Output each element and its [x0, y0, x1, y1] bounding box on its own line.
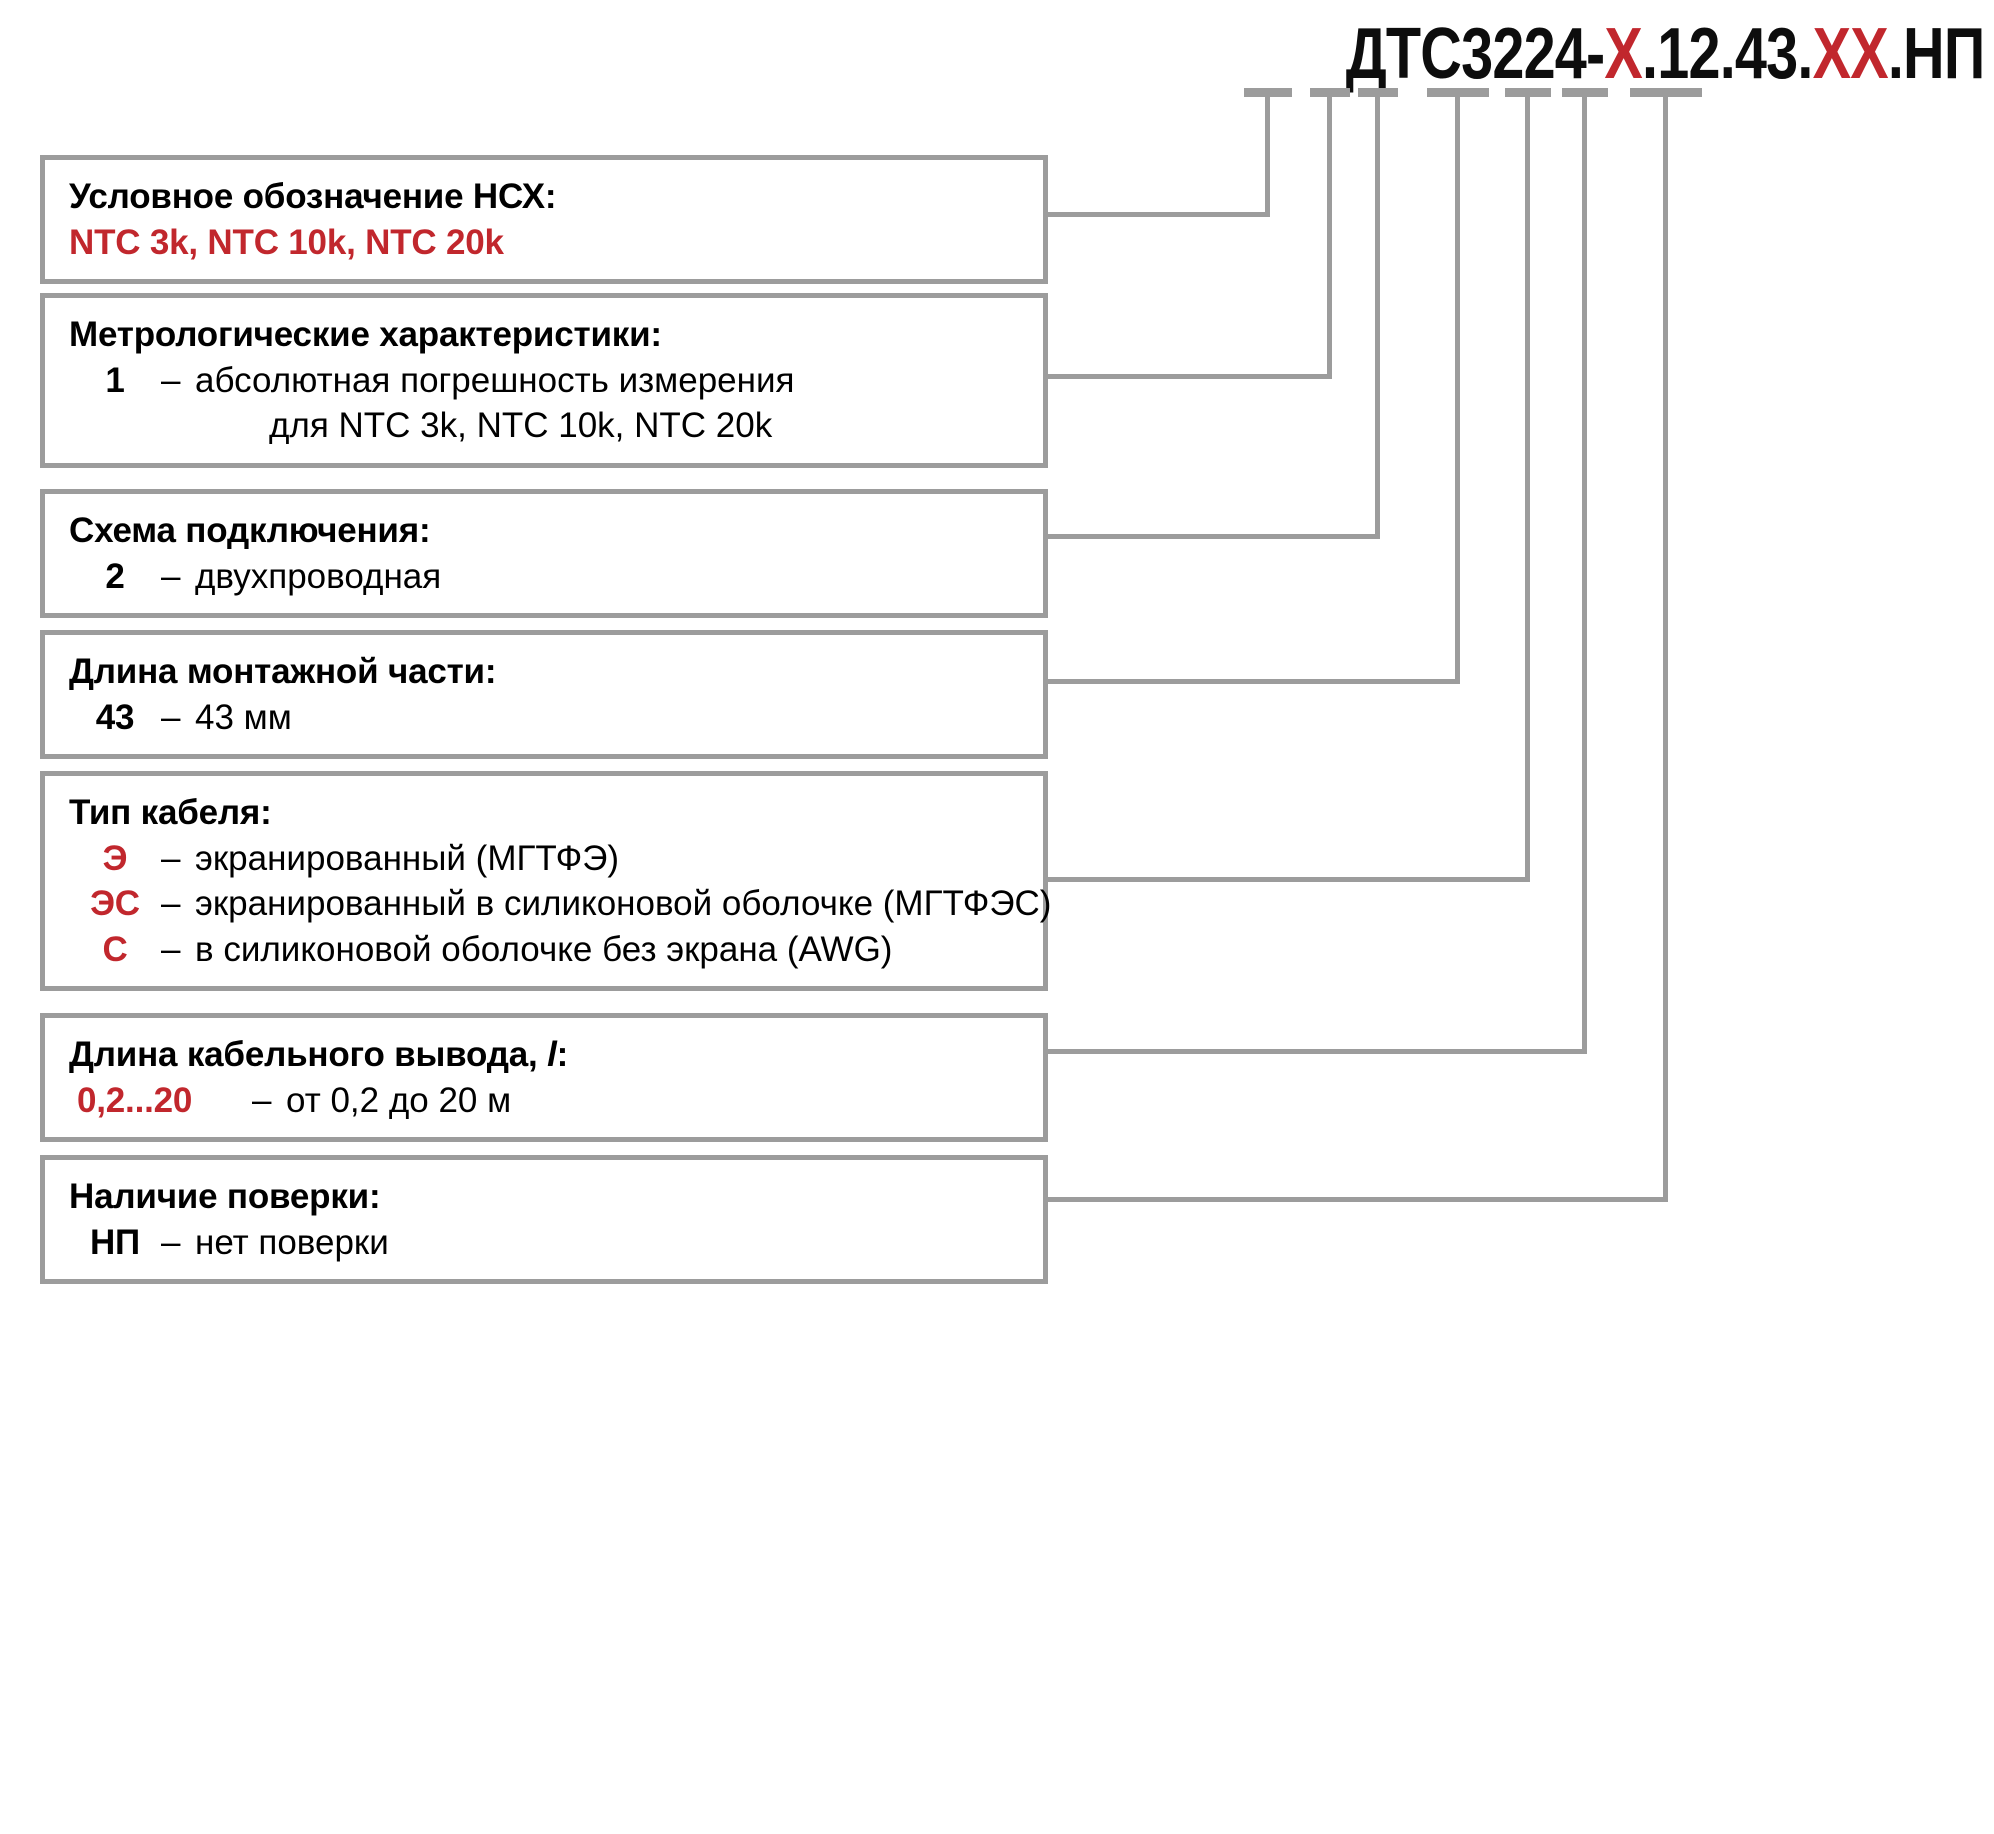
code-segment-middle: .12.43.: [1641, 14, 1813, 94]
option-dash: –: [161, 929, 181, 969]
option-text: двухпроводная: [195, 556, 442, 596]
connector-elbow-6: [1046, 1049, 1587, 1054]
option-dash: –: [161, 360, 181, 400]
box-mounting-length-title: Длина монтажной части:: [69, 652, 497, 691]
box-cable-length-title: Длина кабельного вывода, l:: [69, 1032, 1043, 1078]
option-code: НП: [89, 1222, 141, 1262]
code-segment-nsx: X: [1603, 14, 1642, 94]
option-code: 0,2...20: [77, 1080, 193, 1120]
option-dash: –: [161, 838, 181, 878]
option-code: ЭС: [90, 884, 140, 923]
code-segment-suffix: .НП: [1887, 14, 1984, 94]
option-code: Э: [102, 838, 128, 878]
box-cable-length-title-prefix: Длина кабельного вывода,: [69, 1035, 548, 1074]
code-segment-cable: XX: [1812, 14, 1888, 94]
option-row: 43 – 43 мм: [69, 695, 1043, 741]
connector-line-6: [1582, 88, 1587, 1053]
code-segment-prefix: ДТС3224-: [1345, 14, 1605, 94]
option-text: в силиконовой оболочке без экрана (AWG): [195, 929, 893, 969]
connector-line-1: [1265, 88, 1270, 216]
connector-line-2: [1327, 88, 1332, 378]
option-row: 0,2...20 – от 0,2 до 20 м: [69, 1078, 1043, 1124]
option-row: С – в силиконовой оболочке без экрана (A…: [69, 927, 1043, 973]
connector-elbow-2: [1046, 374, 1332, 379]
connector-line-7: [1663, 88, 1668, 1201]
box-verification-title: Наличие поверки:: [69, 1177, 381, 1216]
connector-line-5: [1525, 88, 1530, 881]
option-code: С: [102, 929, 128, 969]
box-mounting-length: Длина монтажной части: 43 – 43 мм: [40, 630, 1048, 759]
connector-line-3: [1375, 88, 1380, 538]
option-code: 43: [95, 697, 135, 737]
option-text: экранированный в силиконовой оболочке (М…: [195, 884, 1052, 923]
box-cable-length-symbol: l: [547, 1035, 557, 1074]
option-code: 1: [105, 360, 125, 400]
connector-line-4: [1455, 88, 1460, 683]
option-dash: –: [161, 884, 181, 923]
option-text: от 0,2 до 20 м: [286, 1080, 512, 1120]
box-connection-scheme: Схема подключения: 2 – двухпроводная: [40, 489, 1048, 618]
box-verification: Наличие поверки: НП – нет поверки: [40, 1155, 1048, 1284]
connector-elbow-4: [1046, 679, 1460, 684]
option-row: НП – нет поверки: [69, 1220, 1043, 1266]
option-row: Э – экранированный (МГТФЭ): [69, 836, 1043, 882]
option-text: экранированный (МГТФЭ): [195, 838, 620, 878]
option-text: 43 мм: [195, 697, 292, 737]
option-text: абсолютная погрешность измерения: [195, 360, 795, 400]
option-row: ЭС – экранированный в силиконовой оболоч…: [69, 881, 1051, 927]
option-code: 2: [105, 556, 125, 596]
connector-elbow-3: [1046, 534, 1380, 539]
box-connection-scheme-title: Схема подключения:: [69, 511, 431, 550]
option-dash: –: [161, 556, 181, 596]
box-nsx: Условное обозначение НСХ: NTC 3k, NTC 10…: [40, 155, 1048, 284]
option-dash: –: [161, 697, 181, 737]
option-dash: –: [252, 1080, 272, 1120]
box-cable-length-title-suffix: :: [556, 1035, 569, 1074]
option-row: 1 – абсолютная погрешность измерения: [69, 358, 1043, 404]
product-code: ДТС3224-X.12.43.XX.НП: [1345, 18, 1985, 90]
box-metrology: Метрологические характеристики: 1 – абсо…: [40, 293, 1048, 468]
option-dash: –: [161, 1222, 181, 1262]
option-row: 2 – двухпроводная: [69, 554, 1043, 600]
box-metrology-title: Метрологические характеристики:: [69, 315, 662, 354]
box-cable-type-title: Тип кабеля:: [69, 793, 272, 832]
connector-elbow-7: [1046, 1197, 1668, 1202]
box-cable-type: Тип кабеля: Э – экранированный (МГТФЭ) Э…: [40, 771, 1051, 991]
box-cable-length: Длина кабельного вывода, l: 0,2...20 – о…: [40, 1013, 1048, 1142]
box-nsx-title: Условное обозначение НСХ:: [69, 177, 557, 216]
connector-elbow-1: [1046, 212, 1270, 217]
box-nsx-values: NTC 3k, NTC 10k, NTC 20k: [69, 222, 504, 262]
connector-elbow-5: [1046, 877, 1530, 882]
option-text: нет поверки: [195, 1222, 389, 1262]
option-subtext: для NTC 3k, NTC 10k, NTC 20k: [269, 406, 773, 445]
